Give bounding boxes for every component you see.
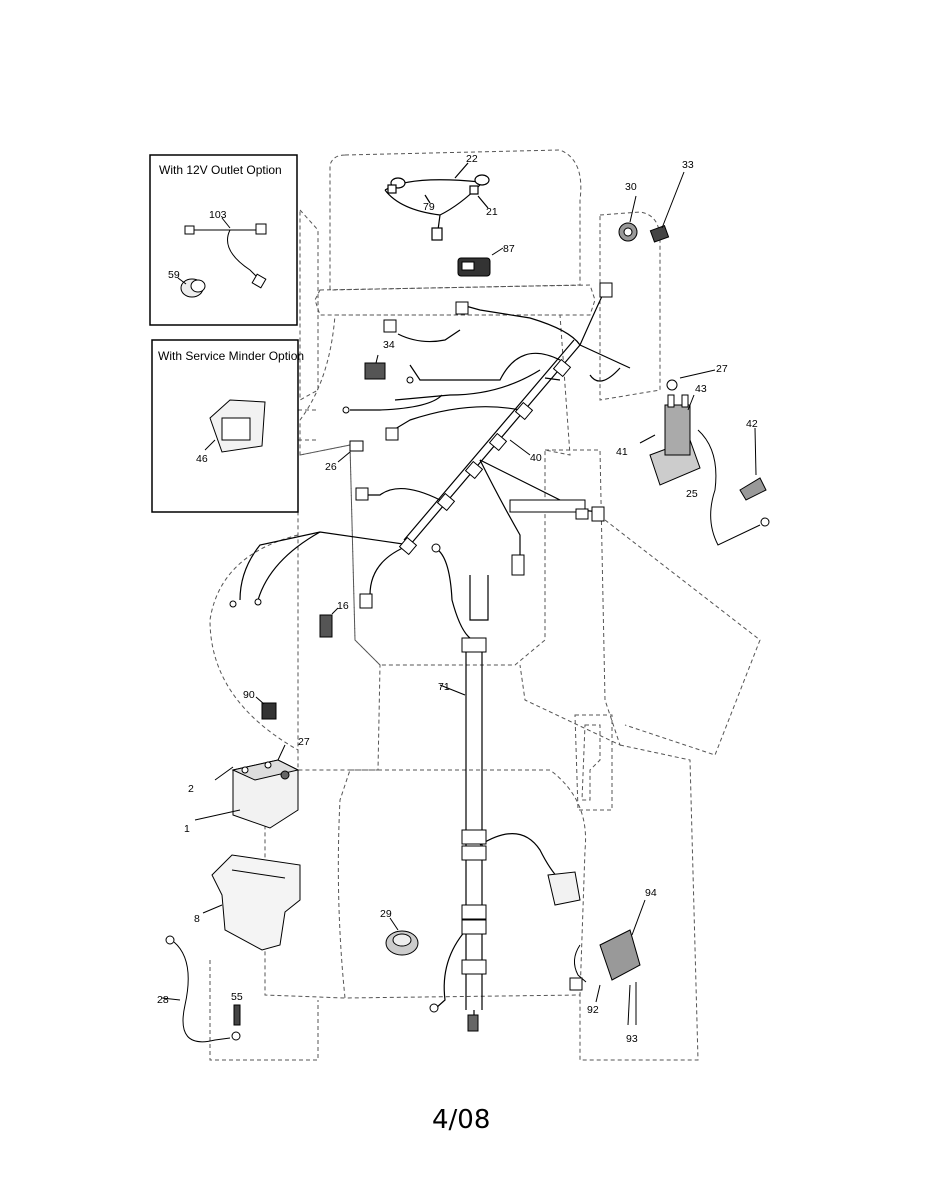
callout-46: 46 <box>196 453 208 465</box>
seat-outline <box>337 769 587 999</box>
callout-2: 2 <box>188 783 194 795</box>
callout-1: 1 <box>184 823 190 835</box>
dash-panel-outline <box>314 284 596 316</box>
callout-41: 41 <box>616 446 628 458</box>
starter-solenoid <box>639 369 770 546</box>
lever-slot-inner <box>581 724 601 801</box>
callout-55: 55 <box>231 991 243 1003</box>
inset-12v-title: With 12V Outlet Option <box>159 163 282 177</box>
battery <box>194 744 300 829</box>
left-wheel-outline <box>209 534 299 751</box>
callout-93: 93 <box>626 1033 638 1045</box>
headlight-harness <box>384 162 490 241</box>
connector-26 <box>337 440 364 463</box>
hood-outline <box>329 149 582 291</box>
switch-87 <box>457 247 504 277</box>
ground-cable-28 <box>161 935 241 1043</box>
callout-28: 28 <box>157 994 169 1006</box>
rear-harness-clips <box>429 543 581 1032</box>
seat-switch-assembly <box>569 899 646 1026</box>
right-fender-outline <box>599 211 661 401</box>
callout-92: 92 <box>587 1004 599 1016</box>
callout-27-battery: 27 <box>298 736 310 748</box>
lever-slot-outline <box>574 714 613 811</box>
rear-left-bottom-outline <box>209 960 319 1061</box>
left-connector-dash <box>298 409 318 441</box>
callout-43: 43 <box>695 383 707 395</box>
steering-outline <box>299 314 571 666</box>
ignition-switch <box>618 171 685 243</box>
callout-34: 34 <box>383 339 395 351</box>
left-fender-outline <box>299 208 319 401</box>
callout-79: 79 <box>423 201 435 213</box>
inset-12v-outlet: With 12V Outlet Option 103 59 <box>149 154 298 326</box>
inset-service-minder: With Service Minder Option 46 <box>151 339 304 513</box>
footer-date: 4/08 <box>432 1105 490 1135</box>
inset-service-minder-title: With Service Minder Option <box>158 349 304 363</box>
callout-103: 103 <box>209 209 227 221</box>
switch-34 <box>364 354 386 380</box>
frame-right-outline <box>519 449 621 746</box>
callout-26: 26 <box>325 461 337 473</box>
callout-29: 29 <box>380 908 392 920</box>
harness-clips <box>229 282 613 609</box>
part-29 <box>385 917 419 956</box>
rear-harness-71 <box>435 549 561 1030</box>
callout-30: 30 <box>625 181 637 193</box>
callout-94: 94 <box>645 887 657 899</box>
callout-27-top: 27 <box>716 363 728 375</box>
rear-right-outline <box>579 744 699 1061</box>
callout-16: 16 <box>337 600 349 612</box>
callout-21: 21 <box>486 206 498 218</box>
callout-40: 40 <box>530 452 542 464</box>
callout-22: 22 <box>466 153 478 165</box>
right-wheel-outline <box>604 519 761 756</box>
leader-40 <box>509 439 531 456</box>
callout-33: 33 <box>682 159 694 171</box>
callout-90: 90 <box>243 689 255 701</box>
callout-71: 71 <box>438 681 450 693</box>
callout-8: 8 <box>194 913 200 925</box>
callout-59: 59 <box>168 269 180 281</box>
battery-tray <box>202 854 301 951</box>
part-16 <box>319 607 339 638</box>
main-wire-harness <box>239 289 631 601</box>
callout-87: 87 <box>503 243 515 255</box>
callout-42: 42 <box>746 418 758 430</box>
callout-25: 25 <box>686 488 698 500</box>
part-90 <box>255 696 277 720</box>
